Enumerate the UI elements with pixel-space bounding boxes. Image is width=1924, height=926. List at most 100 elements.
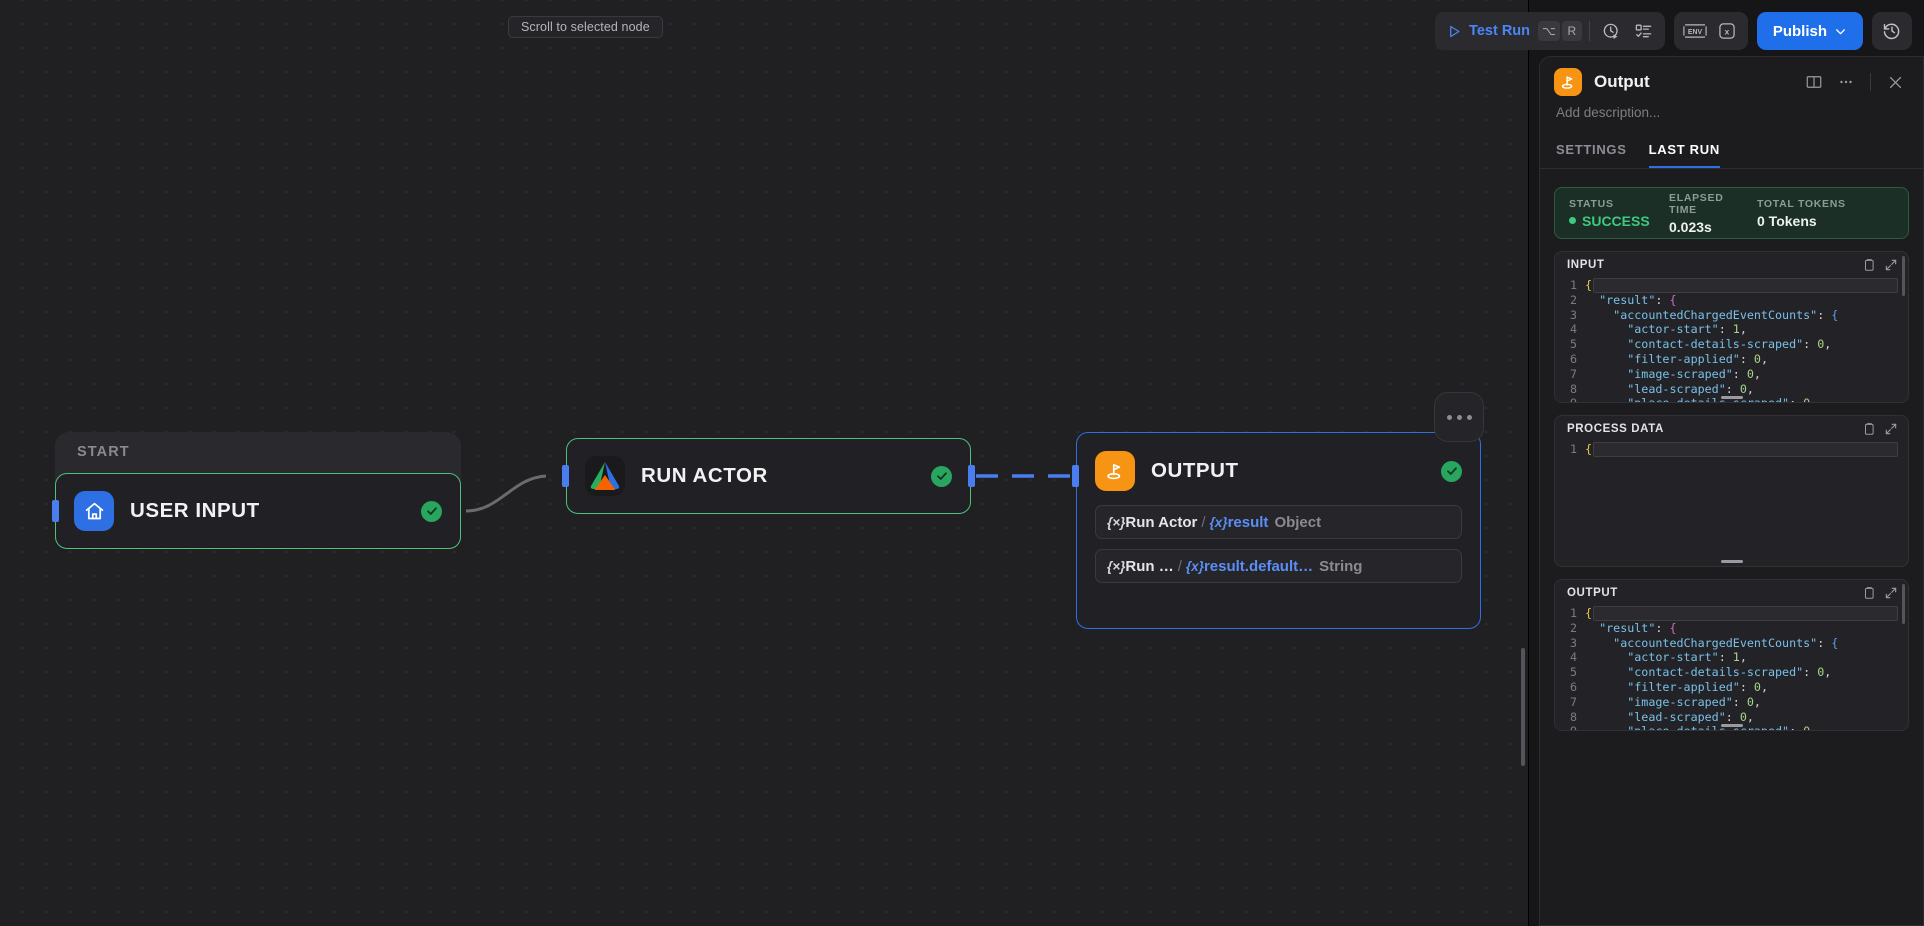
line-number: 3 [1569, 635, 1577, 650]
close-icon[interactable] [1881, 68, 1909, 96]
panel-description-input[interactable]: Add description... [1556, 105, 1661, 120]
node-run-actor-input-handle[interactable] [562, 465, 569, 487]
code-text: "result": { [1599, 292, 1677, 307]
tab-settings[interactable]: SETTINGS [1556, 142, 1627, 157]
line-number: 1 [1569, 442, 1577, 456]
code-line: 9 "place-details-scraped": 0, [1555, 724, 1908, 730]
node-user-input[interactable]: USER INPUT [55, 473, 461, 549]
canvas-panel-divider [1528, 0, 1529, 926]
copy-icon[interactable] [1862, 258, 1876, 272]
tab-last-run[interactable]: LAST RUN [1648, 142, 1720, 168]
code-line: 7 "image-scraped": 0, [1555, 695, 1908, 710]
variable-token-icon: {×} [1107, 558, 1126, 574]
output-code-editor[interactable]: 1{2 "result": {3 "accountedChargedEventC… [1555, 606, 1908, 730]
line-number: 1 [1569, 278, 1577, 292]
total-tokens-value: 0 Tokens [1757, 212, 1817, 229]
input-code-scrollbar[interactable] [1902, 256, 1905, 296]
line-number: 4 [1569, 322, 1577, 337]
more-dot [1446, 414, 1452, 420]
code-line: 6 "filter-applied": 0, [1555, 352, 1908, 367]
test-run-button[interactable]: Test Run [1441, 23, 1536, 39]
publish-button[interactable]: Publish [1756, 12, 1863, 50]
copy-icon[interactable] [1862, 586, 1876, 600]
output-code-scrollbar[interactable] [1902, 584, 1905, 624]
line-number: 7 [1569, 366, 1577, 381]
output-mapping-row[interactable]: {×} Run Actor / {x} result Object [1095, 505, 1462, 539]
home-icon [74, 491, 114, 531]
total-tokens-label: TOTAL TOKENS [1757, 197, 1846, 210]
code-line: 3 "accountedChargedEventCounts": { [1555, 636, 1908, 651]
process-data-code-editor[interactable]: 1{} [1555, 442, 1908, 467]
code-text: "filter-applied": 0, [1627, 679, 1768, 694]
flag-icon [1554, 68, 1582, 96]
process-data-section-title: PROCESS DATA [1567, 423, 1664, 435]
test-run-label: Test Run [1469, 23, 1530, 39]
code-text: "place-details-scraped": 0, [1585, 396, 1817, 402]
variable-token-icon: {×} [1107, 514, 1126, 530]
node-run-actor-output-handle[interactable] [968, 465, 975, 487]
code-line: 1{ [1555, 606, 1908, 621]
code-line: 8 "lead-scraped": 0, [1555, 710, 1908, 725]
line-number: 9 [1555, 396, 1585, 402]
line-number: 9 [1555, 724, 1585, 730]
input-resize-handle[interactable] [1720, 396, 1743, 399]
line-number: 5 [1569, 665, 1577, 680]
node-user-input-output-handle[interactable] [52, 500, 59, 522]
run-history-icon[interactable] [1597, 16, 1627, 46]
code-text: "place-details-scraped": 0, [1585, 724, 1817, 730]
more-horizontal-icon[interactable] [1832, 68, 1860, 96]
code-text: "accountedChargedEventCounts": { [1613, 635, 1839, 650]
status-label: STATUS [1569, 197, 1614, 210]
process-data-resize-handle[interactable] [1720, 560, 1743, 563]
output-row-type: String [1319, 557, 1363, 575]
flag-icon [1095, 451, 1135, 491]
expand-icon[interactable] [1884, 422, 1898, 436]
node-output-input-handle[interactable] [1072, 465, 1079, 487]
node-context-menu-button[interactable] [1434, 392, 1484, 442]
expand-icon[interactable] [1884, 258, 1898, 272]
line-number: 4 [1569, 650, 1577, 665]
output-resize-handle[interactable] [1720, 724, 1743, 727]
output-mapping-row[interactable]: {×} Run … / {x} result.default… String [1095, 549, 1462, 583]
workflow-canvas[interactable]: Scroll to selected node START USER INPUT [0, 0, 1528, 926]
top-toolbar: Test Run ⌥ R ENV [1435, 12, 1912, 50]
code-line: 4 "actor-start": 1, [1555, 650, 1908, 665]
shortcut-r-key: R [1561, 21, 1582, 41]
scroll-to-selected-node-label: Scroll to selected node [521, 20, 650, 34]
line-number: 1 [1569, 606, 1577, 620]
scroll-to-selected-node-button[interactable]: Scroll to selected node [508, 16, 663, 38]
node-user-input-title: USER INPUT [130, 499, 260, 522]
node-output[interactable]: OUTPUT {×} Run Actor / {x} result Object… [1076, 432, 1481, 629]
code-text: "accountedChargedEventCounts": { [1613, 307, 1839, 322]
shortcut-alt-key: ⌥ [1538, 21, 1560, 41]
variable-token-icon: {x} [1185, 558, 1204, 574]
book-icon[interactable] [1800, 68, 1828, 96]
active-line-highlight [1593, 442, 1898, 457]
elapsed-time-label: ELAPSED TIME [1669, 191, 1724, 216]
more-dot [1456, 414, 1462, 420]
status-dot-icon [1569, 217, 1576, 224]
copy-icon[interactable] [1862, 422, 1876, 436]
node-user-input-status-icon [421, 500, 442, 522]
input-section: INPUT 1{2 "result": {3 "accountedCharged… [1554, 251, 1909, 403]
canvas-vertical-scrollbar[interactable] [1521, 648, 1525, 766]
code-text: "lead-scraped": 0, [1627, 709, 1754, 724]
version-history-button[interactable] [1872, 12, 1912, 50]
env-variables-icon[interactable]: ENV [1680, 16, 1710, 46]
line-number: 8 [1569, 381, 1577, 396]
input-code-editor[interactable]: 1{2 "result": {3 "accountedChargedEventC… [1555, 278, 1908, 402]
code-text: { [1585, 278, 1593, 292]
start-group-label: START [77, 444, 130, 460]
more-dot [1466, 414, 1472, 420]
code-line: 8 "lead-scraped": 0, [1555, 382, 1908, 397]
node-output-title: OUTPUT [1151, 459, 1239, 482]
node-run-actor-title: RUN ACTOR [641, 464, 768, 487]
expand-icon[interactable] [1884, 586, 1898, 600]
version-history-icon [1883, 23, 1900, 40]
code-line: 1{ [1555, 278, 1908, 293]
variable-x-icon[interactable]: x [1712, 16, 1742, 46]
node-run-actor[interactable]: RUN ACTOR [566, 438, 971, 514]
code-text: "contact-details-scraped": 0, [1627, 665, 1832, 680]
task-list-icon[interactable] [1629, 16, 1659, 46]
line-number: 2 [1569, 292, 1577, 307]
